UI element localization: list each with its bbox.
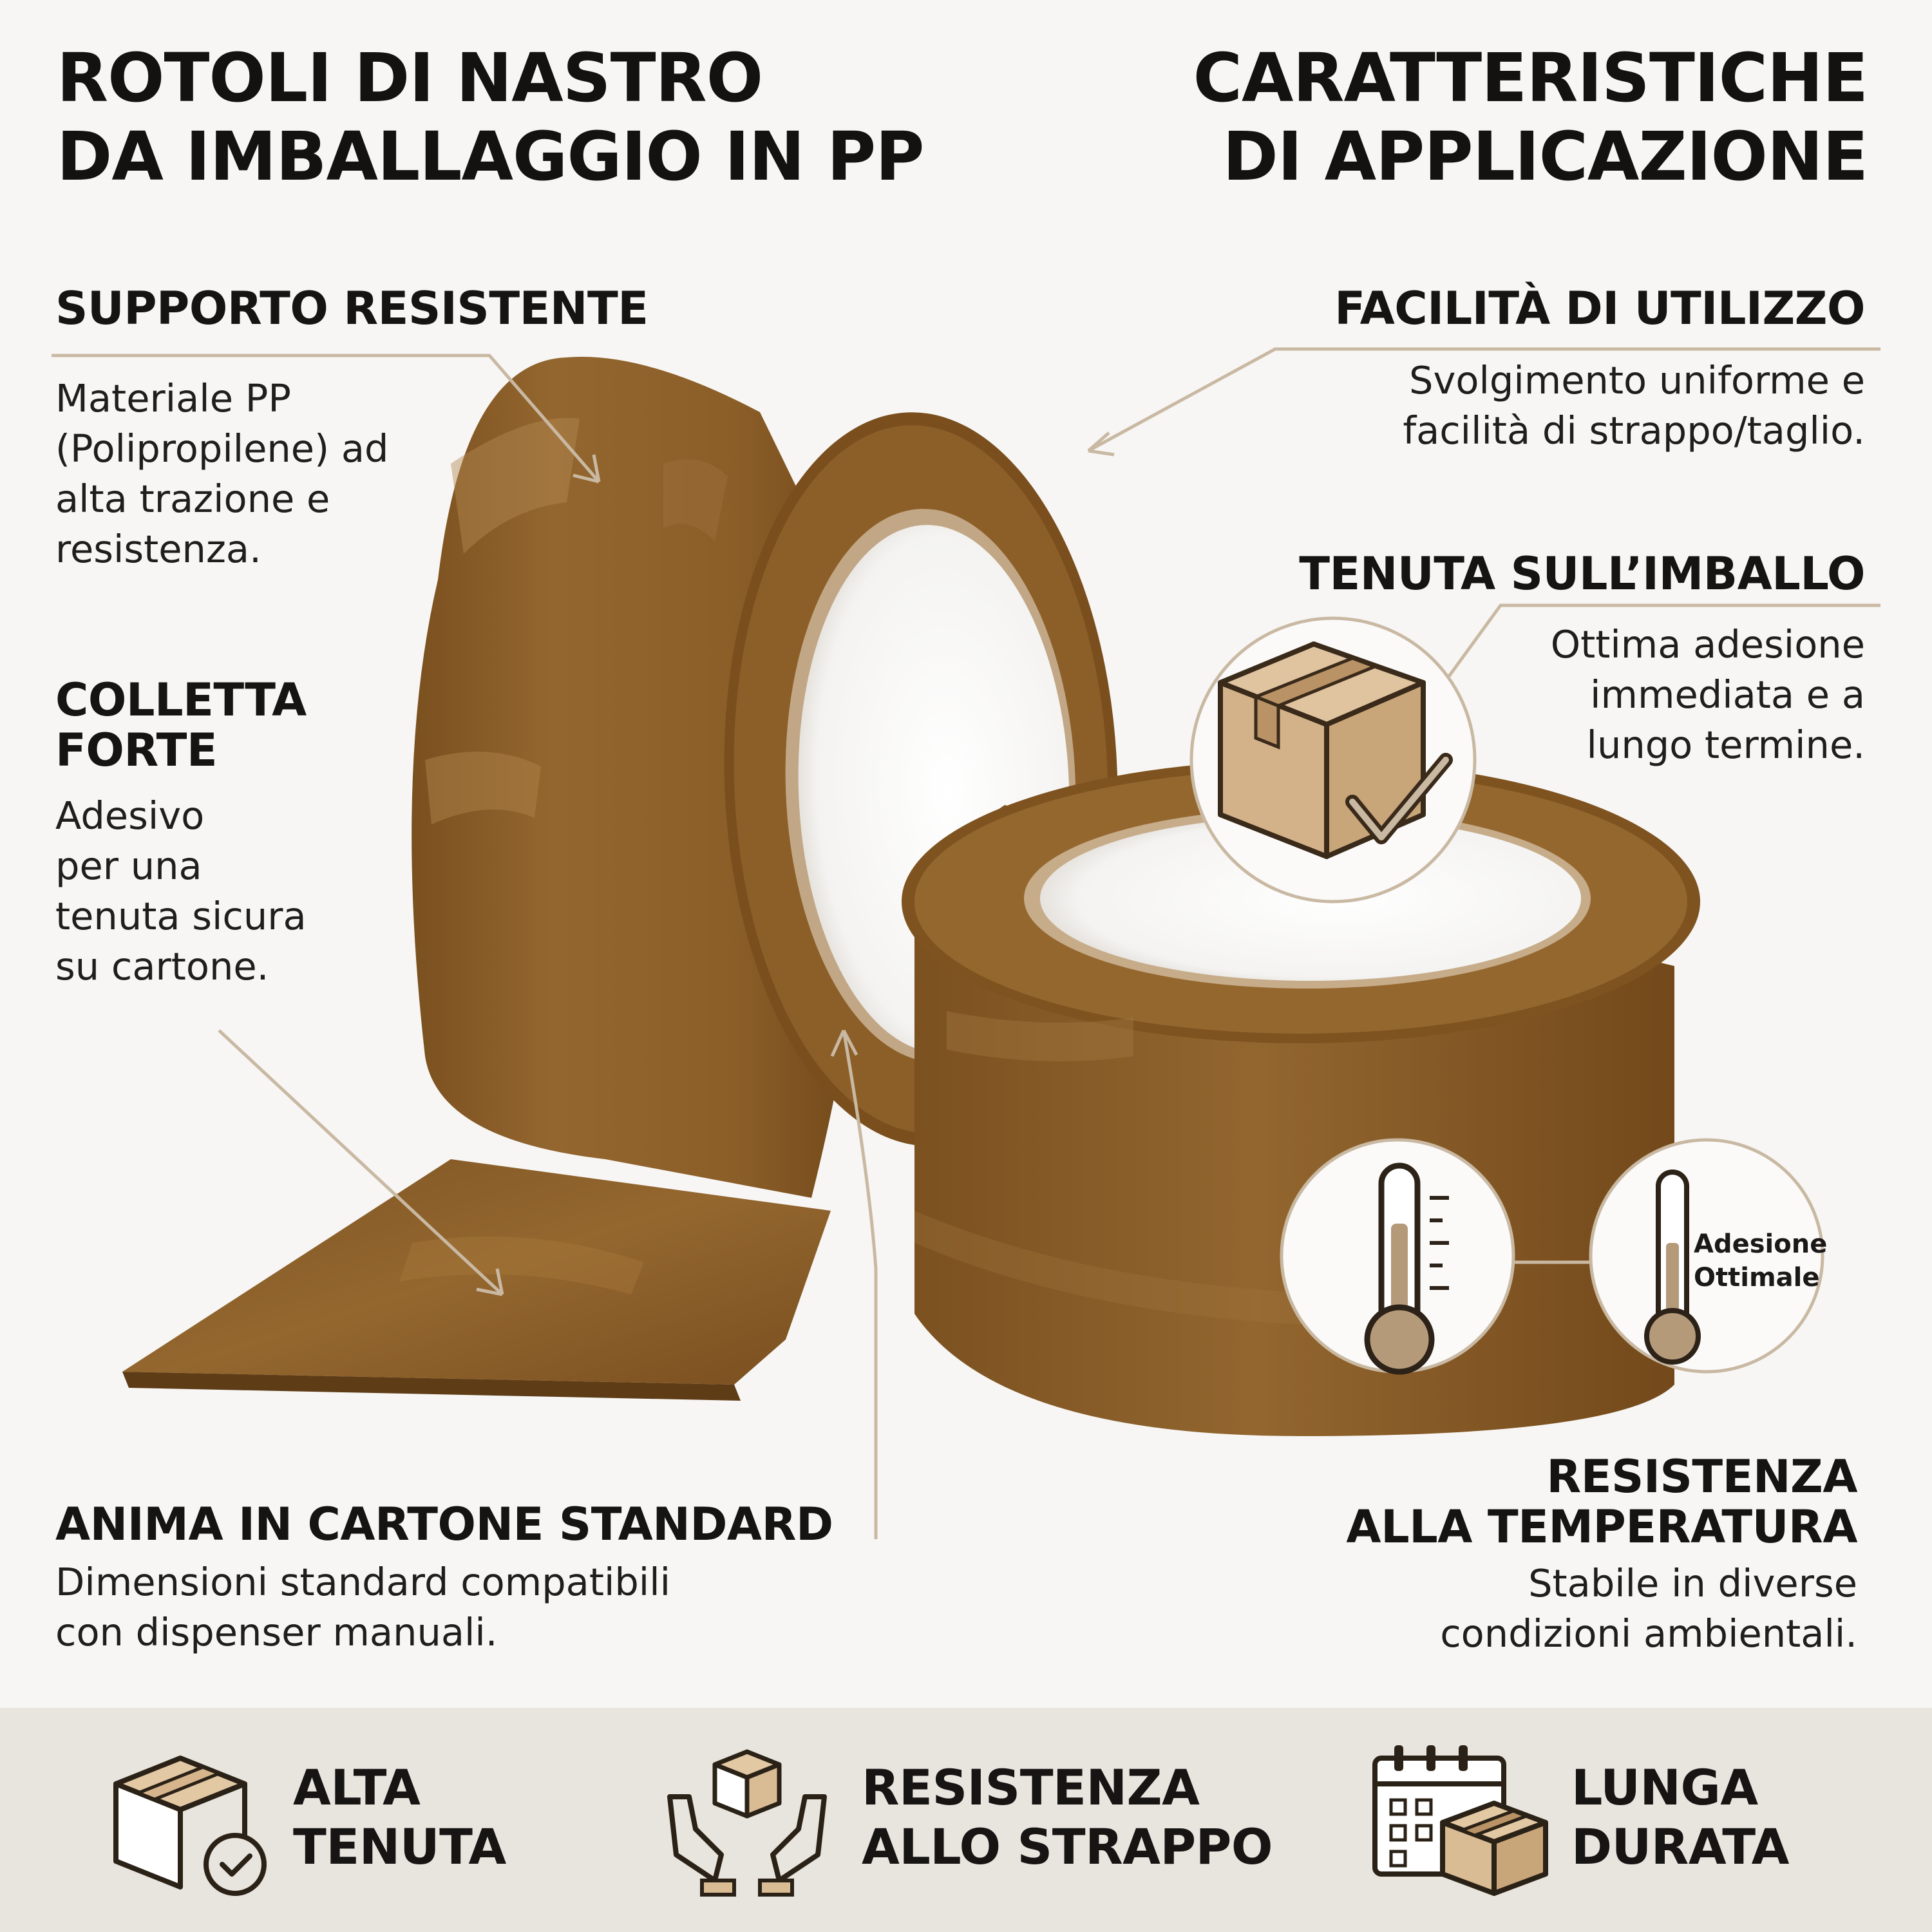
adesione-ottimale-label: Adesione Ottimale <box>1694 1227 1828 1294</box>
right-title-line2: DI APPLICAZIONE <box>1222 117 1868 196</box>
supporto-heading: SUPPORTO RESISTENTE <box>55 282 649 335</box>
label-line: Ottimale <box>1694 1263 1820 1293</box>
label-line: Adesione <box>1694 1229 1828 1259</box>
temperatura-heading: RESISTENZA ALLA TEMPERATURA <box>1346 1452 1857 1552</box>
text-line: con dispenser manuali. <box>55 1610 498 1654</box>
text-line: Materiale PP <box>55 376 291 421</box>
text-line: Ottima adesione <box>1550 622 1865 667</box>
text-line: Dimensioni standard compatibili <box>55 1560 670 1604</box>
bottom-feature-band <box>0 1708 1932 1932</box>
tenuta-heading: TENUTA SULL’IMBALLO <box>1299 547 1865 600</box>
heading-line: RESISTENZA <box>1546 1450 1857 1503</box>
text-line: lungo termine. <box>1586 723 1865 767</box>
colletta-description: Adesivo per una tenuta sicura su cartone… <box>55 791 307 992</box>
feature-line: DURATA <box>1571 1818 1790 1875</box>
anima-description: Dimensioni standard compatibili con disp… <box>55 1557 670 1658</box>
main-title-line1: ROTOLI DI NASTRO <box>57 39 763 117</box>
text-line: condizioni ambientali. <box>1440 1611 1857 1656</box>
main-title-line2: DA IMBALLAGGIO IN PP <box>57 117 924 196</box>
facilita-description: Svolgimento uniforme e facilità di strap… <box>1403 355 1865 456</box>
calendar-box-icon <box>1372 1745 1548 1896</box>
right-title-line1: CARATTERISTICHE <box>1193 39 1868 117</box>
text-line: su cartone. <box>55 944 269 989</box>
right-title: CARATTERISTICHE DI APPLICAZIONE <box>1193 39 1868 196</box>
box-check-badge <box>1189 616 1477 904</box>
tape-strip <box>122 1159 831 1401</box>
feature-line: LUNGA <box>1571 1759 1758 1816</box>
facilita-heading: FACILITÀ DI UTILIZZO <box>1334 282 1865 335</box>
bottom-feature-alta-tenuta: ALTA TENUTA <box>293 1758 506 1877</box>
tenuta-description: Ottima adesione immediata e a lungo term… <box>1551 620 1865 770</box>
temperatura-description: Stabile in diverse condizioni ambientali… <box>1440 1558 1857 1659</box>
colletta-heading: COLLETTA FORTE <box>55 675 307 775</box>
feature-line: ALLO STRAPPO <box>862 1818 1273 1875</box>
text-line: (Polipropilene) ad <box>55 426 389 471</box>
text-line: tenuta sicura <box>55 894 307 938</box>
feature-line: RESISTENZA <box>862 1759 1200 1816</box>
anima-heading: ANIMA IN CARTONE STANDARD <box>55 1498 833 1551</box>
text-line: facilità di strappo/taglio. <box>1403 408 1865 453</box>
heading-line: FORTE <box>55 724 218 777</box>
text-line: per una <box>55 844 202 888</box>
feature-line: ALTA <box>293 1759 421 1816</box>
main-title: ROTOLI DI NASTRO DA IMBALLAGGIO IN PP <box>57 39 924 196</box>
text-line: Stabile in diverse <box>1528 1561 1857 1605</box>
thermometer-scale-badge <box>1280 1138 1515 1375</box>
text-line: Adesivo <box>55 793 205 838</box>
feature-line: TENUTA <box>293 1818 506 1875</box>
heading-line: COLLETTA <box>55 674 307 726</box>
text-line: immediata e a <box>1590 672 1865 717</box>
supporto-description: Materiale PP (Polipropilene) ad alta tra… <box>55 374 389 574</box>
thermometer-optimal-badge <box>1589 1138 1824 1374</box>
bottom-feature-lunga-durata: LUNGA DURATA <box>1571 1758 1790 1877</box>
text-line: Svolgimento uniforme e <box>1409 358 1865 402</box>
hands-box-icon <box>667 1749 827 1897</box>
box-check-icon <box>113 1756 267 1896</box>
text-line: alta trazione e <box>55 477 330 521</box>
heading-line: ALLA TEMPERATURA <box>1346 1501 1857 1553</box>
bottom-feature-resistenza-strappo: RESISTENZA ALLO STRAPPO <box>862 1758 1273 1877</box>
text-line: resistenza. <box>55 527 261 571</box>
leader-lines <box>52 347 1880 1539</box>
